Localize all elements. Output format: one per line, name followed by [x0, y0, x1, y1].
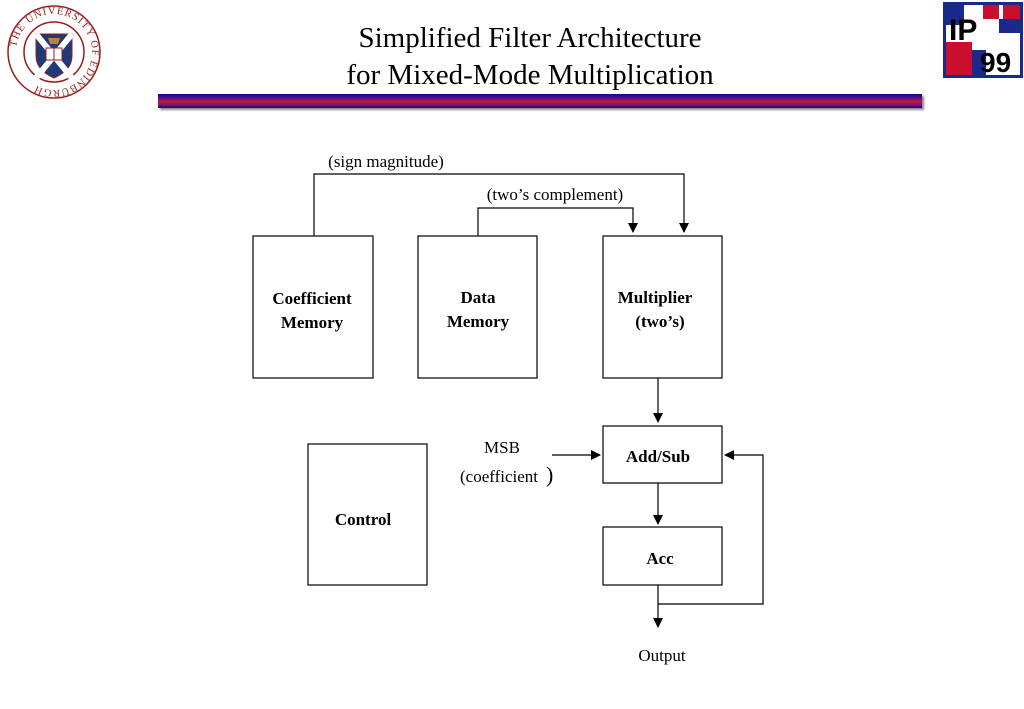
wire-coefficient-to-multiplier	[313, 173, 689, 236]
sign-magnitude-label: (sign magnitude)	[328, 152, 444, 171]
add-sub-label: Add/Sub	[626, 447, 690, 466]
twos-complement-label: (two’s complement)	[487, 185, 623, 204]
control-block	[307, 443, 428, 586]
coefficient-memory-block	[252, 235, 374, 379]
add-sub-block	[602, 425, 723, 484]
university-seal-logo: THE UNIVERSITY OF EDINBURGH	[7, 5, 101, 99]
coefficient-signal-paren: )	[546, 462, 553, 487]
coefficient-memory-label-line2: Memory	[281, 313, 344, 332]
title-underline-bar	[158, 94, 922, 108]
wire-data-to-multiplier	[477, 207, 638, 236]
data-memory-label-line2: Memory	[447, 312, 510, 331]
acc-label: Acc	[646, 549, 674, 568]
data-memory-label-line1: Data	[461, 288, 496, 307]
multiplier-label-line2: (two’s)	[635, 312, 684, 331]
control-label: Control	[335, 510, 392, 529]
multiplier-label-line1: Multiplier	[618, 288, 693, 307]
slide-title: Simplified Filter Architecture for Mixed…	[230, 20, 830, 94]
acc-block	[602, 526, 723, 586]
title-line-2: for Mixed-Mode Multiplication	[346, 59, 714, 91]
coefficient-memory-label-line1: Coefficient	[272, 289, 352, 308]
data-memory-block	[417, 235, 538, 379]
wire-feedback-loop	[658, 450, 764, 605]
output-label: Output	[638, 646, 686, 665]
msb-label: MSB	[484, 438, 520, 457]
title-line-1: Simplified Filter Architecture	[358, 22, 702, 54]
ip99-logo-text-ip: IP	[949, 14, 977, 47]
coefficient-signal-label: (coefficient	[460, 467, 538, 486]
ip99-conference-logo: IP 99	[943, 2, 1023, 78]
multiplier-block	[602, 235, 723, 379]
ip99-logo-text-99: 99	[980, 47, 1011, 78]
